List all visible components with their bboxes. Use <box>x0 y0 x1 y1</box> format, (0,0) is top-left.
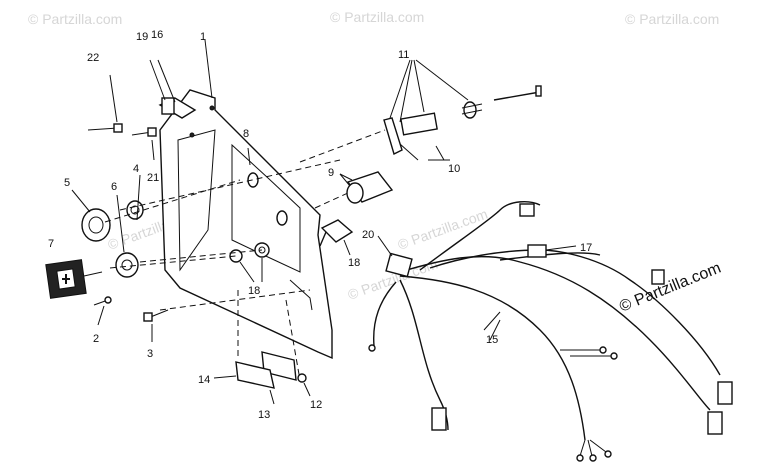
assembly-lines <box>104 129 386 381</box>
screw-part-21 <box>131 127 157 137</box>
callout-18-left: 18 <box>248 285 260 297</box>
callout-7: 7 <box>48 238 54 250</box>
connector-part-20 <box>377 235 413 278</box>
callout-labels: 1 2 3 4 5 6 7 8 9 10 11 12 13 14 15 16 1… <box>48 29 592 421</box>
washer-part-4 <box>126 200 144 220</box>
screw-part-22 <box>87 74 123 133</box>
callout-11: 11 <box>398 49 409 61</box>
switch-part-9 <box>339 171 394 204</box>
callout-8: 8 <box>243 128 249 140</box>
bracket-part-16-19 <box>149 59 197 119</box>
watermark-text: © Partzilla.com <box>330 9 424 25</box>
wire-harness-part-15 <box>368 201 733 462</box>
callout-20: 20 <box>362 229 374 241</box>
callout-2: 2 <box>93 333 99 345</box>
watermark-text: © Partzilla.com <box>28 11 122 27</box>
callout-1: 1 <box>200 31 206 43</box>
bolt-part-3 <box>143 309 169 342</box>
rocker-switch-part-7 <box>45 259 103 299</box>
callout-6: 6 <box>111 181 117 193</box>
toggle-part-18 <box>319 219 354 256</box>
watermark-visible: © Partzilla.com <box>617 260 723 316</box>
screw-part-2 <box>93 296 112 326</box>
callout-3: 3 <box>147 348 153 360</box>
leader-17 <box>545 245 577 251</box>
callout-18-right: 18 <box>348 257 360 269</box>
watermark-text: © Partzilla.com <box>625 11 719 27</box>
callout-13: 13 <box>258 409 270 421</box>
callout-17: 17 <box>580 242 592 254</box>
choke-part-10 <box>383 85 542 161</box>
callout-16: 16 <box>151 29 163 41</box>
callout-19: 19 <box>136 31 148 43</box>
callout-14: 14 <box>198 374 210 386</box>
nut-part-12 <box>297 373 311 397</box>
callout-12: 12 <box>310 399 322 411</box>
callout-15: 15 <box>486 334 498 346</box>
callout-21: 21 <box>147 172 159 184</box>
leader-lines-11 <box>389 59 469 123</box>
nut-part-6 <box>115 194 139 278</box>
bezel-part-5 <box>71 189 111 242</box>
callout-22: 22 <box>87 52 99 64</box>
leader-lines <box>136 39 501 331</box>
callout-10: 10 <box>448 163 460 175</box>
plate-part-14 <box>213 361 275 389</box>
callout-4: 4 <box>133 163 139 175</box>
callout-5: 5 <box>64 177 70 189</box>
callout-9: 9 <box>328 167 334 179</box>
